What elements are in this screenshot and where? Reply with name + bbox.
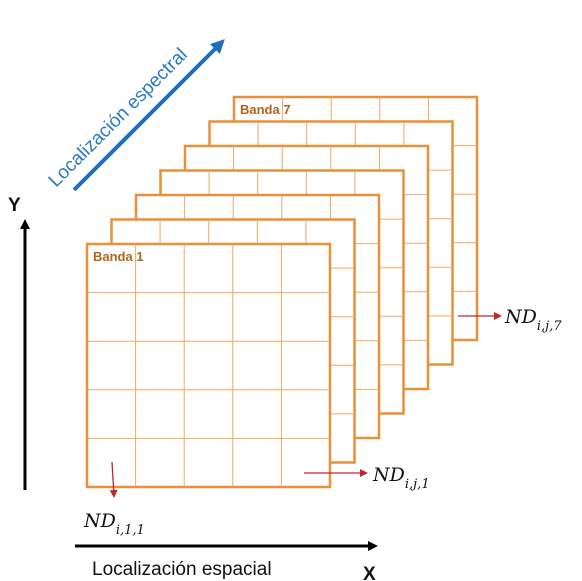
x-axis-label: X: [363, 564, 376, 581]
nd-label-corner: NDi,1,1: [83, 510, 145, 538]
y-axis-label: Y: [8, 195, 21, 216]
band-1-label: Banda 1: [93, 249, 144, 264]
nd-subscript: i,j,1: [405, 477, 430, 492]
band-1: Banda 1: [85, 242, 332, 489]
nd-base: ND: [372, 464, 405, 486]
spatial-location-label: Localización espacial: [92, 559, 272, 580]
band-frame: [85, 242, 332, 489]
nd-subscript: i,j,7: [537, 319, 562, 334]
band-stack: Banda 7 Banda 1: [85, 95, 479, 489]
nd-label-band1: NDi,j,1: [372, 464, 430, 492]
pointer-arrow-corner: [109, 461, 118, 498]
nd-base: ND: [83, 510, 116, 532]
nd-label-band7: NDi,j,7: [504, 306, 562, 334]
nd-base: ND: [504, 306, 537, 328]
spectral-axis-arrow: [72, 39, 225, 192]
nd-subscript: i,1,1: [116, 523, 145, 538]
band-7-label: Banda 7: [240, 102, 291, 117]
